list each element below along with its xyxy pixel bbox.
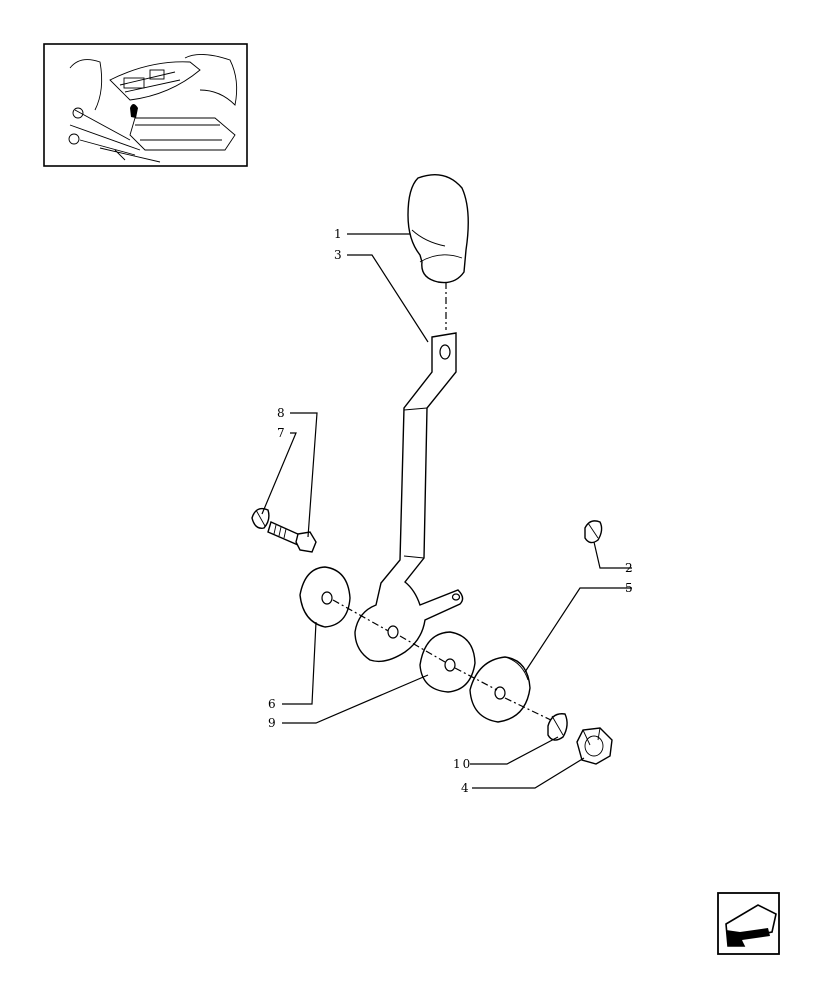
callout-2: 2	[625, 561, 635, 575]
washer-part-6	[299, 566, 351, 628]
clip-part-10	[547, 713, 568, 741]
callout-8: 8	[277, 406, 287, 420]
knob-part-1	[407, 174, 469, 284]
washer-part-9	[419, 631, 476, 693]
bolt-part-8	[267, 521, 317, 553]
left-axis-line	[332, 599, 393, 634]
callout-7: 7	[277, 426, 287, 440]
lever-part-3	[354, 332, 464, 663]
cup-washer-part-5	[469, 656, 531, 723]
lever-pivot-hole	[387, 625, 399, 639]
mid-axis-line	[399, 635, 446, 663]
callout-6: 6	[268, 697, 278, 711]
callout-leaders	[261, 233, 632, 789]
callout-4: 4	[461, 781, 471, 795]
callout-labels: 1 3 8 7 2 5 6 9 10 4	[268, 227, 635, 795]
location-thumbnail	[43, 43, 248, 167]
callout-9: 9	[268, 716, 278, 730]
callout-3: 3	[334, 248, 344, 262]
clip-part-2	[584, 520, 603, 544]
right-axis-line	[454, 667, 556, 723]
back-nav-button[interactable]	[717, 892, 780, 955]
callout-1: 1	[334, 227, 344, 241]
callout-10: 10	[453, 757, 472, 771]
clip-part-7	[251, 507, 270, 529]
nut-part-4	[576, 727, 613, 765]
callout-5: 5	[625, 581, 635, 595]
arrow-back-icon	[725, 904, 777, 947]
